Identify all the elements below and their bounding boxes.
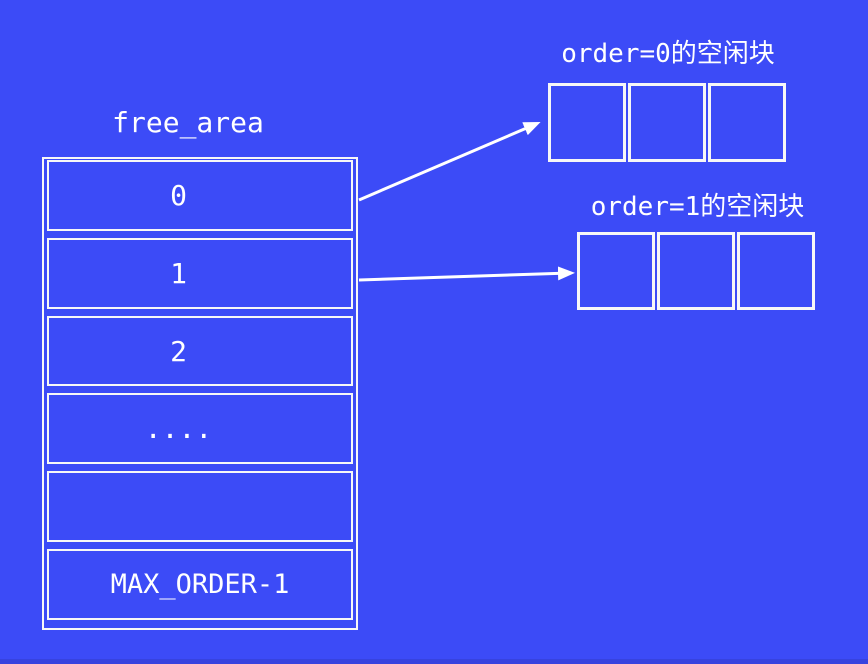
free-area-cell-ellipsis: .... <box>47 393 353 465</box>
free-area-cell-2: 2 <box>47 315 353 387</box>
arrow-free-area1-to-order1-icon <box>358 266 575 282</box>
free-area-cell-empty <box>47 471 353 543</box>
order0-free-blocks-row <box>548 83 786 162</box>
order0-row-label: order=0的空闲块 <box>561 39 775 69</box>
free-area-array: 0 1 2 .... MAX_ORDER-1 <box>42 157 358 630</box>
arrow-free-area0-to-order0-icon <box>358 122 541 202</box>
free-block-cell <box>708 83 786 162</box>
free-block-cell <box>737 232 815 310</box>
free-block-cell <box>577 232 655 310</box>
free-block-cell <box>628 83 706 162</box>
bottom-edge-strip <box>0 659 868 664</box>
order1-free-blocks-row <box>577 232 815 310</box>
free-area-title: free_area <box>112 106 264 139</box>
free-area-cell-1: 1 <box>47 237 353 309</box>
free-area-cell-0: 0 <box>47 160 353 231</box>
free-block-cell <box>657 232 735 310</box>
free-area-cell-max-order: MAX_ORDER-1 <box>47 549 353 620</box>
order1-row-label: order=1的空闲块 <box>590 192 805 222</box>
free-block-cell <box>548 83 626 162</box>
